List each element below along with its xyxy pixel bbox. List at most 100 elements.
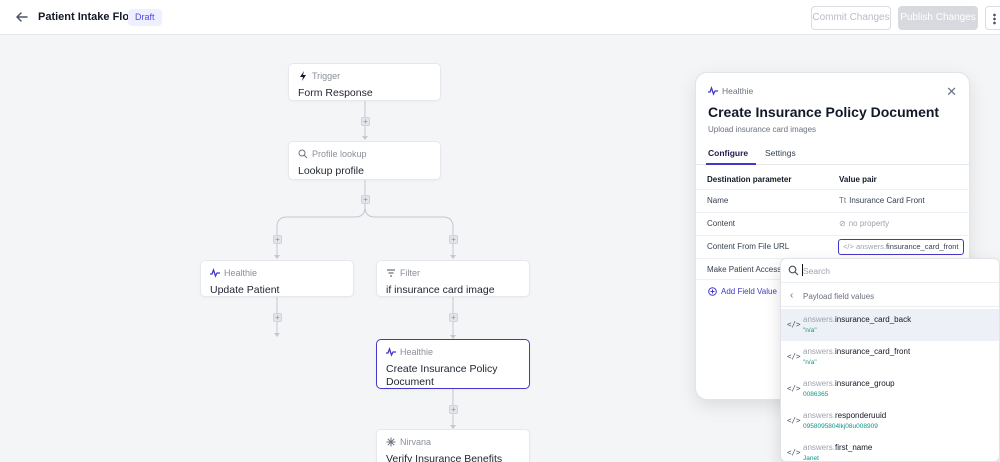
search-bar: Search xyxy=(781,259,999,283)
node-title: Create Insurance Policy Document xyxy=(386,363,498,388)
column-header-value: Value pair xyxy=(839,175,877,184)
param-label: Content From File URL xyxy=(707,242,790,251)
no-property-icon: ⊘ xyxy=(839,219,846,228)
code-icon: </> xyxy=(787,320,801,329)
field-prefix: answers. xyxy=(803,379,836,388)
page-title: Patient Intake Flow xyxy=(38,11,138,23)
close-icon[interactable]: ✕ xyxy=(946,84,957,99)
add-step-button[interactable]: + xyxy=(449,235,458,244)
field-key: first_name xyxy=(835,443,873,452)
chevron-left-icon: ‹ xyxy=(790,290,794,301)
add-step-button[interactable]: + xyxy=(449,405,458,414)
field-key: insurance_card_front xyxy=(835,347,911,356)
panel-subtitle: Upload insurance card images xyxy=(708,125,817,134)
search-input[interactable]: Search xyxy=(803,266,830,276)
field-prefix: answers. xyxy=(803,443,836,452)
field-prefix: answers. xyxy=(803,315,836,324)
publish-changes-button[interactable]: Publish Changes xyxy=(898,6,978,30)
code-icon: </> xyxy=(787,352,801,361)
param-label: Make Patient Accessible xyxy=(707,265,794,274)
field-sample: 0958095804lkj08u008909 xyxy=(803,423,878,430)
filter-icon xyxy=(387,269,395,277)
bolt-icon xyxy=(300,71,306,81)
param-value-chip[interactable]: </> answers.finsurance_card_front xyxy=(838,239,964,255)
field-prefix: answers. xyxy=(803,347,836,356)
param-value-text: Insurance Card Front xyxy=(849,196,925,205)
node-kind-label: Profile lookup xyxy=(312,149,367,159)
code-icon: </> xyxy=(843,242,854,251)
node-verify-insurance[interactable]: Nirvana Verify Insurance Benefits xyxy=(376,429,530,462)
column-header-parameter: Destination parameter xyxy=(707,175,792,184)
code-icon: </> xyxy=(787,384,801,393)
add-step-button[interactable]: + xyxy=(361,195,370,204)
node-profile-lookup[interactable]: Profile lookup Lookup profile xyxy=(288,141,441,180)
field-sample: 0086365 xyxy=(803,391,829,398)
status-badge: Draft xyxy=(128,9,162,26)
list-item[interactable]: </> answers.insurance_card_front "n/a" xyxy=(781,341,999,373)
back-arrow-icon[interactable] xyxy=(14,9,30,25)
field-picker-dropdown: Search ‹ Payload field values </> answer… xyxy=(780,258,1000,462)
commit-changes-button[interactable]: Commit Changes xyxy=(811,6,891,30)
add-step-button[interactable]: + xyxy=(273,235,282,244)
more-options-button[interactable] xyxy=(985,6,1000,30)
param-row: Content From File URL </> answers.finsur… xyxy=(696,235,971,257)
back-to-payload-fields[interactable]: ‹ Payload field values xyxy=(781,287,999,307)
active-tab-indicator xyxy=(706,163,756,165)
tab-configure[interactable]: Configure xyxy=(708,148,749,158)
field-sample: "n/a" xyxy=(803,359,817,366)
node-kind-label: Healthie xyxy=(400,347,434,357)
param-value[interactable]: ⊘ no property xyxy=(839,219,889,228)
text-caret xyxy=(802,264,803,276)
list-item[interactable]: </> answers.insurance_card_back "n/a" xyxy=(781,309,999,341)
nirvana-icon xyxy=(386,437,396,447)
tab-settings[interactable]: Settings xyxy=(765,148,796,158)
node-title: Form Response xyxy=(298,87,373,99)
node-filter[interactable]: Filter if insurance card image xyxy=(376,260,530,297)
field-key: responderuuid xyxy=(835,411,887,420)
panel-title: Create Insurance Policy Document xyxy=(708,104,940,120)
node-create-insurance-policy[interactable]: Healthie Create Insurance Policy Documen… xyxy=(376,339,530,389)
node-title: Lookup profile xyxy=(298,165,364,177)
healthie-icon xyxy=(210,268,220,278)
param-value-text: no property xyxy=(848,219,890,228)
search-icon xyxy=(788,265,799,276)
chip-prefix: answers. xyxy=(855,242,886,251)
node-kind-label: Trigger xyxy=(312,71,341,81)
list-item[interactable]: </> answers.insurance_group 0086365 xyxy=(781,373,999,405)
add-step-button[interactable]: + xyxy=(361,117,370,126)
profile-lookup-icon xyxy=(298,149,308,159)
node-kind-label: Healthie xyxy=(224,268,258,278)
panel-kind-label: Healthie xyxy=(722,86,754,96)
more-vertical-icon xyxy=(993,13,996,25)
list-item[interactable]: </> answers.first_name Janet xyxy=(781,437,999,461)
node-trigger[interactable]: Trigger Form Response xyxy=(288,63,441,101)
flow-canvas[interactable]: + + + + + + + Trigger Form Response Prof… xyxy=(0,35,1000,462)
add-step-button[interactable]: + xyxy=(273,313,282,322)
plus-circle-icon xyxy=(708,287,717,296)
field-sample: "n/a" xyxy=(803,327,817,334)
healthie-icon xyxy=(386,347,396,357)
add-step-button[interactable]: + xyxy=(449,313,458,322)
add-field-label: Add Field Value xyxy=(721,287,777,296)
param-value[interactable]: Tt Insurance Card Front xyxy=(839,196,925,205)
chip-value: finsurance_card_front xyxy=(885,242,959,251)
code-icon: </> xyxy=(787,416,801,425)
node-update-patient[interactable]: Healthie Update Patient xyxy=(200,260,354,297)
node-kind-label: Nirvana xyxy=(400,437,432,447)
field-key: insurance_card_back xyxy=(835,315,912,324)
top-bar: Patient Intake Flow Draft Commit Changes… xyxy=(0,0,1000,35)
param-row: Content ⊘ no property xyxy=(696,212,971,234)
param-label: Content xyxy=(707,219,736,228)
node-kind-label: Filter xyxy=(400,268,420,278)
text-type-icon: Tt xyxy=(839,196,847,205)
panel-tabs: Configure Settings xyxy=(696,145,971,165)
node-title: Update Patient xyxy=(210,284,280,296)
param-row: Name Tt Insurance Card Front xyxy=(696,189,971,211)
field-key: insurance_group xyxy=(835,379,895,388)
healthie-icon xyxy=(708,86,718,96)
add-field-value-button[interactable]: Add Field Value xyxy=(708,287,777,296)
param-label: Name xyxy=(707,196,729,205)
field-prefix: answers. xyxy=(803,411,836,420)
back-label: Payload field values xyxy=(803,292,875,301)
list-item[interactable]: </> answers.responderuuid 0958095804lkj0… xyxy=(781,405,999,437)
